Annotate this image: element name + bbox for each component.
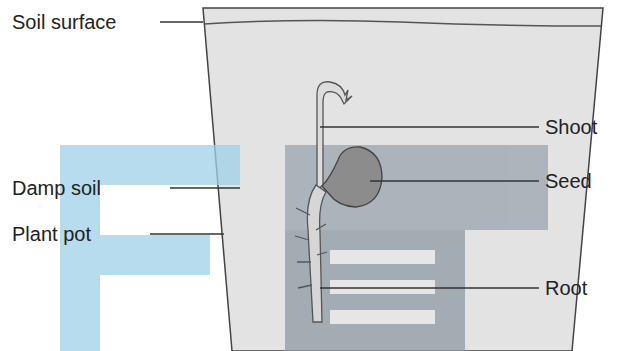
leader-line (320, 126, 539, 127)
leader-line (150, 233, 224, 234)
part-label: Plant pot (12, 222, 91, 246)
leader-line (170, 187, 240, 188)
leader-line (370, 180, 539, 181)
part-label: Seed (545, 169, 592, 193)
plant-pot (203, 8, 603, 351)
seedling (295, 82, 382, 322)
soil-surface-line (204, 20, 601, 26)
part-label: Damp soil (12, 176, 101, 200)
part-label: Soil surface (12, 10, 117, 34)
leader-lines (150, 22, 539, 288)
part-label: Shoot (545, 115, 597, 139)
watermark (60, 145, 548, 351)
part-label: Root (545, 276, 587, 300)
leader-line (160, 21, 203, 22)
leader-line (320, 287, 539, 288)
